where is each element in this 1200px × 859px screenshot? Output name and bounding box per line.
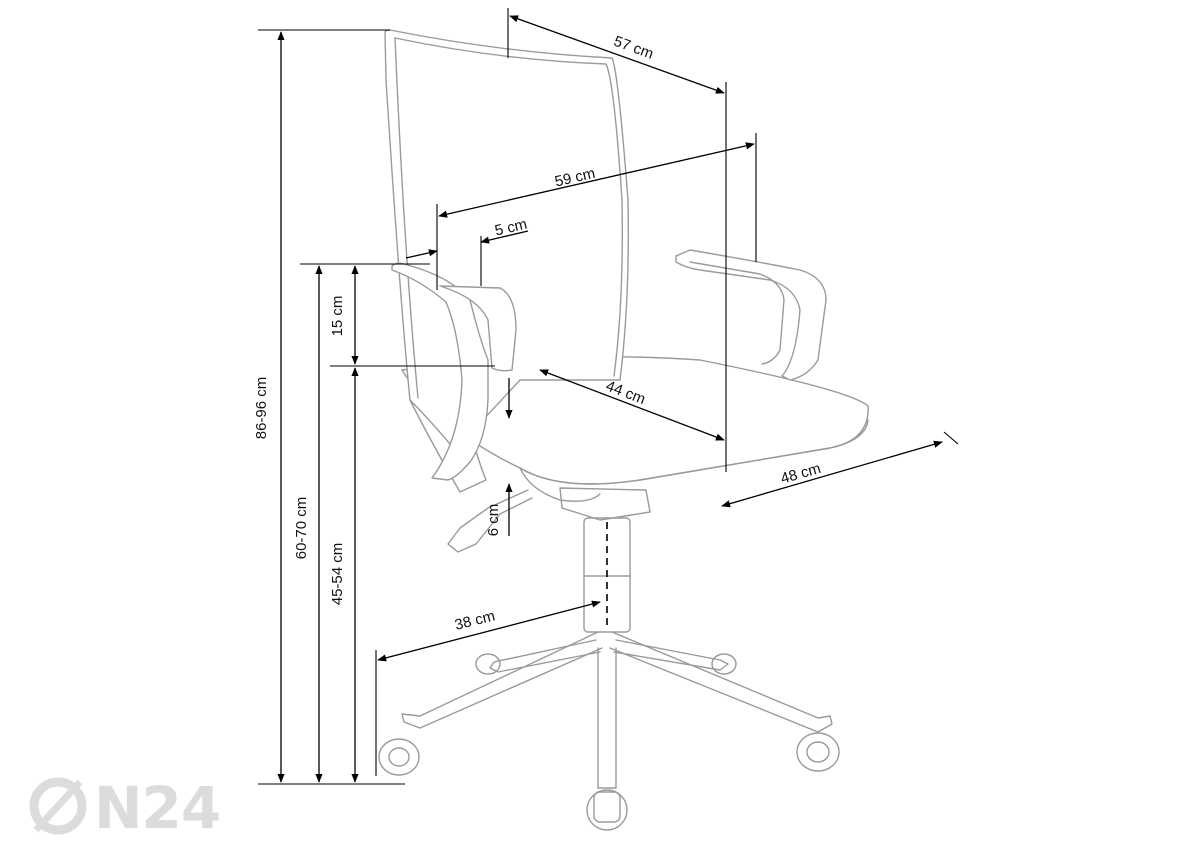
- gas-lift: [583, 517, 631, 633]
- dim-line-base-radius: [377, 600, 601, 662]
- height-lever: [447, 489, 533, 553]
- label-base-radius: 38 cm: [453, 607, 497, 633]
- dim-line-backrest-width: [509, 15, 725, 94]
- chair-illustration: [378, 29, 869, 831]
- label-backrest-width: 57 cm: [611, 33, 655, 63]
- armrest-right: [675, 249, 827, 381]
- dimension-lines: [258, 8, 959, 785]
- label-armrest-width: 5 cm: [493, 216, 529, 240]
- backrest: [384, 29, 630, 451]
- watermark-logo: N24: [29, 774, 221, 842]
- dimension-labels: 86-96 cm 60-70 cm 45-54 cm 15 cm 57 cm 5…: [253, 33, 823, 634]
- seat-mechanism: [559, 487, 651, 521]
- dim-line-seat-depth: [539, 369, 725, 441]
- caster-front: [586, 789, 628, 831]
- dim-line-seat-width: [721, 440, 943, 508]
- label-total-height: 86-96 cm: [253, 377, 270, 440]
- dim-line-armrest-width: [405, 249, 438, 259]
- caster-right: [796, 732, 840, 772]
- label-seat-height: 45-54 cm: [329, 543, 346, 606]
- armrest-left: [391, 262, 489, 481]
- watermark-text: N24: [94, 774, 220, 842]
- label-seat-thickness: 6 cm: [485, 504, 502, 537]
- dim-line-overall-width: [438, 142, 755, 218]
- label-armrest-height: 60-70 cm: [293, 497, 310, 560]
- label-armrest-above-seat: 15 cm: [329, 296, 346, 337]
- caster-left: [378, 738, 420, 776]
- chair-base: [378, 631, 840, 831]
